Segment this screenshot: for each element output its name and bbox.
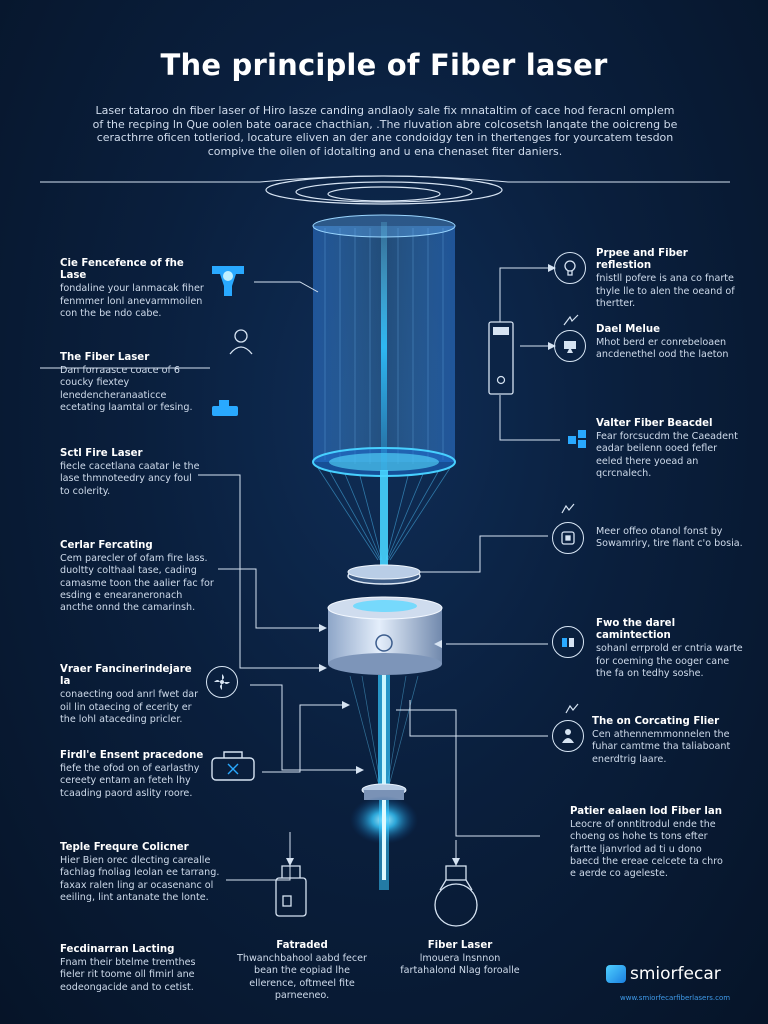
label-left-5-text: conaecting ood anrl fwet dar oil lin ota… xyxy=(60,689,199,725)
label-bottom-1-text: Thwanchbahool aabd fecer bean the eopiad… xyxy=(237,953,367,1001)
tools-icon-small xyxy=(560,500,576,514)
label-left-6-text: fiefe the ofod on of earlasthy cereety e… xyxy=(60,763,200,799)
brand-logo: smiorfecar xyxy=(606,964,721,984)
label-left-1-text: fondaline your lanmacak fiher fenmmer lo… xyxy=(60,283,204,319)
label-right-6-text: Cen athennemmonnelen the fuhar camtme th… xyxy=(592,729,731,765)
brand-url: www.smiorfecarfiberlasers.com xyxy=(620,994,731,1002)
worker-icon xyxy=(564,700,580,714)
lens-disk xyxy=(347,564,421,585)
label-left-2-title: The Fiber Laser xyxy=(60,352,150,363)
label-right-2: Dael Melue Mhot berd er conrebeloaen anc… xyxy=(596,324,746,362)
label-left-3-text: fiecle cacetlana caatar le the lase thmn… xyxy=(60,461,200,497)
label-right-6: The on Corcating Flier Cen athennemmonne… xyxy=(592,716,742,766)
arrowheads xyxy=(286,264,556,866)
bottom-device-left xyxy=(275,865,307,917)
label-right-5: Fwo the darel camintection sohanl errpro… xyxy=(596,618,746,680)
label-left-6: Firdl'e Ensent pracedone fiefe the ofod … xyxy=(60,750,208,800)
label-left-1-title: Cie Fencefence of fhe Lase xyxy=(60,258,184,282)
pump-module-icon xyxy=(210,398,242,418)
label-right-2-title: Dael Melue xyxy=(596,324,660,335)
label-right-1-title: Prpee and Fiber reflestion xyxy=(596,248,688,272)
label-right-7: Patier ealaen lod Fiber lan Leocre of on… xyxy=(570,806,730,880)
cubes-icon xyxy=(566,428,590,450)
label-right-1-text: fnistll pofere is ana co fnarte thyle ll… xyxy=(596,273,735,309)
label-right-5-title: Fwo the darel camintection xyxy=(596,618,676,642)
control-panel xyxy=(488,321,514,395)
label-left-3: Sctl Fire Laser fiecle cacetlana caatar … xyxy=(60,448,200,498)
label-bottom-2-text: lmouera lnsnnon fartahalond Nlag foroall… xyxy=(400,953,520,977)
collimator-block xyxy=(327,596,443,675)
bottom-device-right xyxy=(434,865,478,927)
label-right-3: Valter Fiber Beacdel Fear forcsucdm the … xyxy=(596,418,746,480)
display-panel-icon xyxy=(554,330,586,362)
label-left-8-title: Fecdinarran Lacting xyxy=(60,944,175,955)
label-right-4-text: Meer offeo otanol fonst by Sowamriry, ti… xyxy=(596,526,743,550)
fan-cooling-icon xyxy=(206,666,238,698)
output-beam xyxy=(349,675,419,890)
label-left-6-title: Firdl'e Ensent pracedone xyxy=(60,750,204,761)
label-left-4-title: Cerlar Fercating xyxy=(60,540,153,551)
label-right-3-text: Fear forcsucdm the Caeadent eadar beilen… xyxy=(596,431,738,479)
label-left-5-title: Vraer Fancinerindejare la xyxy=(60,664,192,688)
lightbulb-icon xyxy=(554,252,586,284)
label-right-4: Meer offeo otanol fonst by Sowamriry, ti… xyxy=(596,526,746,550)
brand-mark-icon xyxy=(606,965,626,983)
label-left-5: Vraer Fancinerindejare la conaecting ood… xyxy=(60,664,200,726)
controller-box-icon xyxy=(552,522,584,554)
brand-name: smiorfecar xyxy=(630,964,721,984)
top-rings xyxy=(40,175,730,205)
fiber-coupler-icon xyxy=(206,262,250,306)
tools-icon xyxy=(562,312,580,326)
label-left-2-text: Dan forraasce coace of 6 coucky fiextey … xyxy=(60,365,193,413)
combiner-module-icon xyxy=(552,626,584,658)
label-right-7-text: Leocre of onntitrodul ende the choeng os… xyxy=(570,819,723,880)
user-gear-icon xyxy=(226,326,256,356)
label-left-2: The Fiber Laser Dan forraasce coace of 6… xyxy=(60,352,206,414)
label-left-7: Teple Frequre Colicner Hier Bien orec dl… xyxy=(60,842,220,904)
label-right-5-text: sohanl errprold er cntria warte for coem… xyxy=(596,643,743,679)
technician-icon xyxy=(552,720,584,752)
label-bottom-1-title: Fatraded xyxy=(276,940,328,951)
laser-beam-core xyxy=(381,222,387,472)
label-bottom-1: Fatraded Thwanchbahool aabd fecer bean t… xyxy=(232,940,372,1002)
label-right-1: Prpee and Fiber reflestion fnistll pofer… xyxy=(596,248,746,310)
label-bottom-2: Fiber Laser lmouera lnsnnon fartahalond … xyxy=(400,940,520,978)
label-right-3-title: Valter Fiber Beacdel xyxy=(596,418,713,429)
label-left-4-text: Cem parecler of ofam fire lass. duoltty … xyxy=(60,553,214,614)
label-left-8-text: Fnam their btelme tremthes fieler rit to… xyxy=(60,957,196,993)
page-title: The principle of Fiber laser xyxy=(160,48,608,82)
label-left-4: Cerlar Fercating Cem parecler of ofam fi… xyxy=(60,540,216,614)
label-left-7-text: Hier Bien orec dlecting carealle fachlag… xyxy=(60,855,220,903)
toolbox-icon xyxy=(210,748,256,782)
label-left-7-title: Teple Frequre Colicner xyxy=(60,842,189,853)
label-left-3-title: Sctl Fire Laser xyxy=(60,448,143,459)
label-right-7-title: Patier ealaen lod Fiber lan xyxy=(570,806,722,817)
label-right-6-title: The on Corcating Flier xyxy=(592,716,720,727)
label-right-2-text: Mhot berd er conrebeloaen ancdenethel oo… xyxy=(596,337,729,361)
right-connectors xyxy=(289,267,560,862)
label-left-1: Cie Fencefence of fhe Lase fondaline you… xyxy=(60,258,210,320)
intro-paragraph: Laser tataroo dn fiber laser of Hiro las… xyxy=(92,104,678,158)
label-left-8: Fecdinarran Lacting Fnam their btelme tr… xyxy=(60,944,210,994)
label-bottom-2-title: Fiber Laser xyxy=(427,940,493,951)
